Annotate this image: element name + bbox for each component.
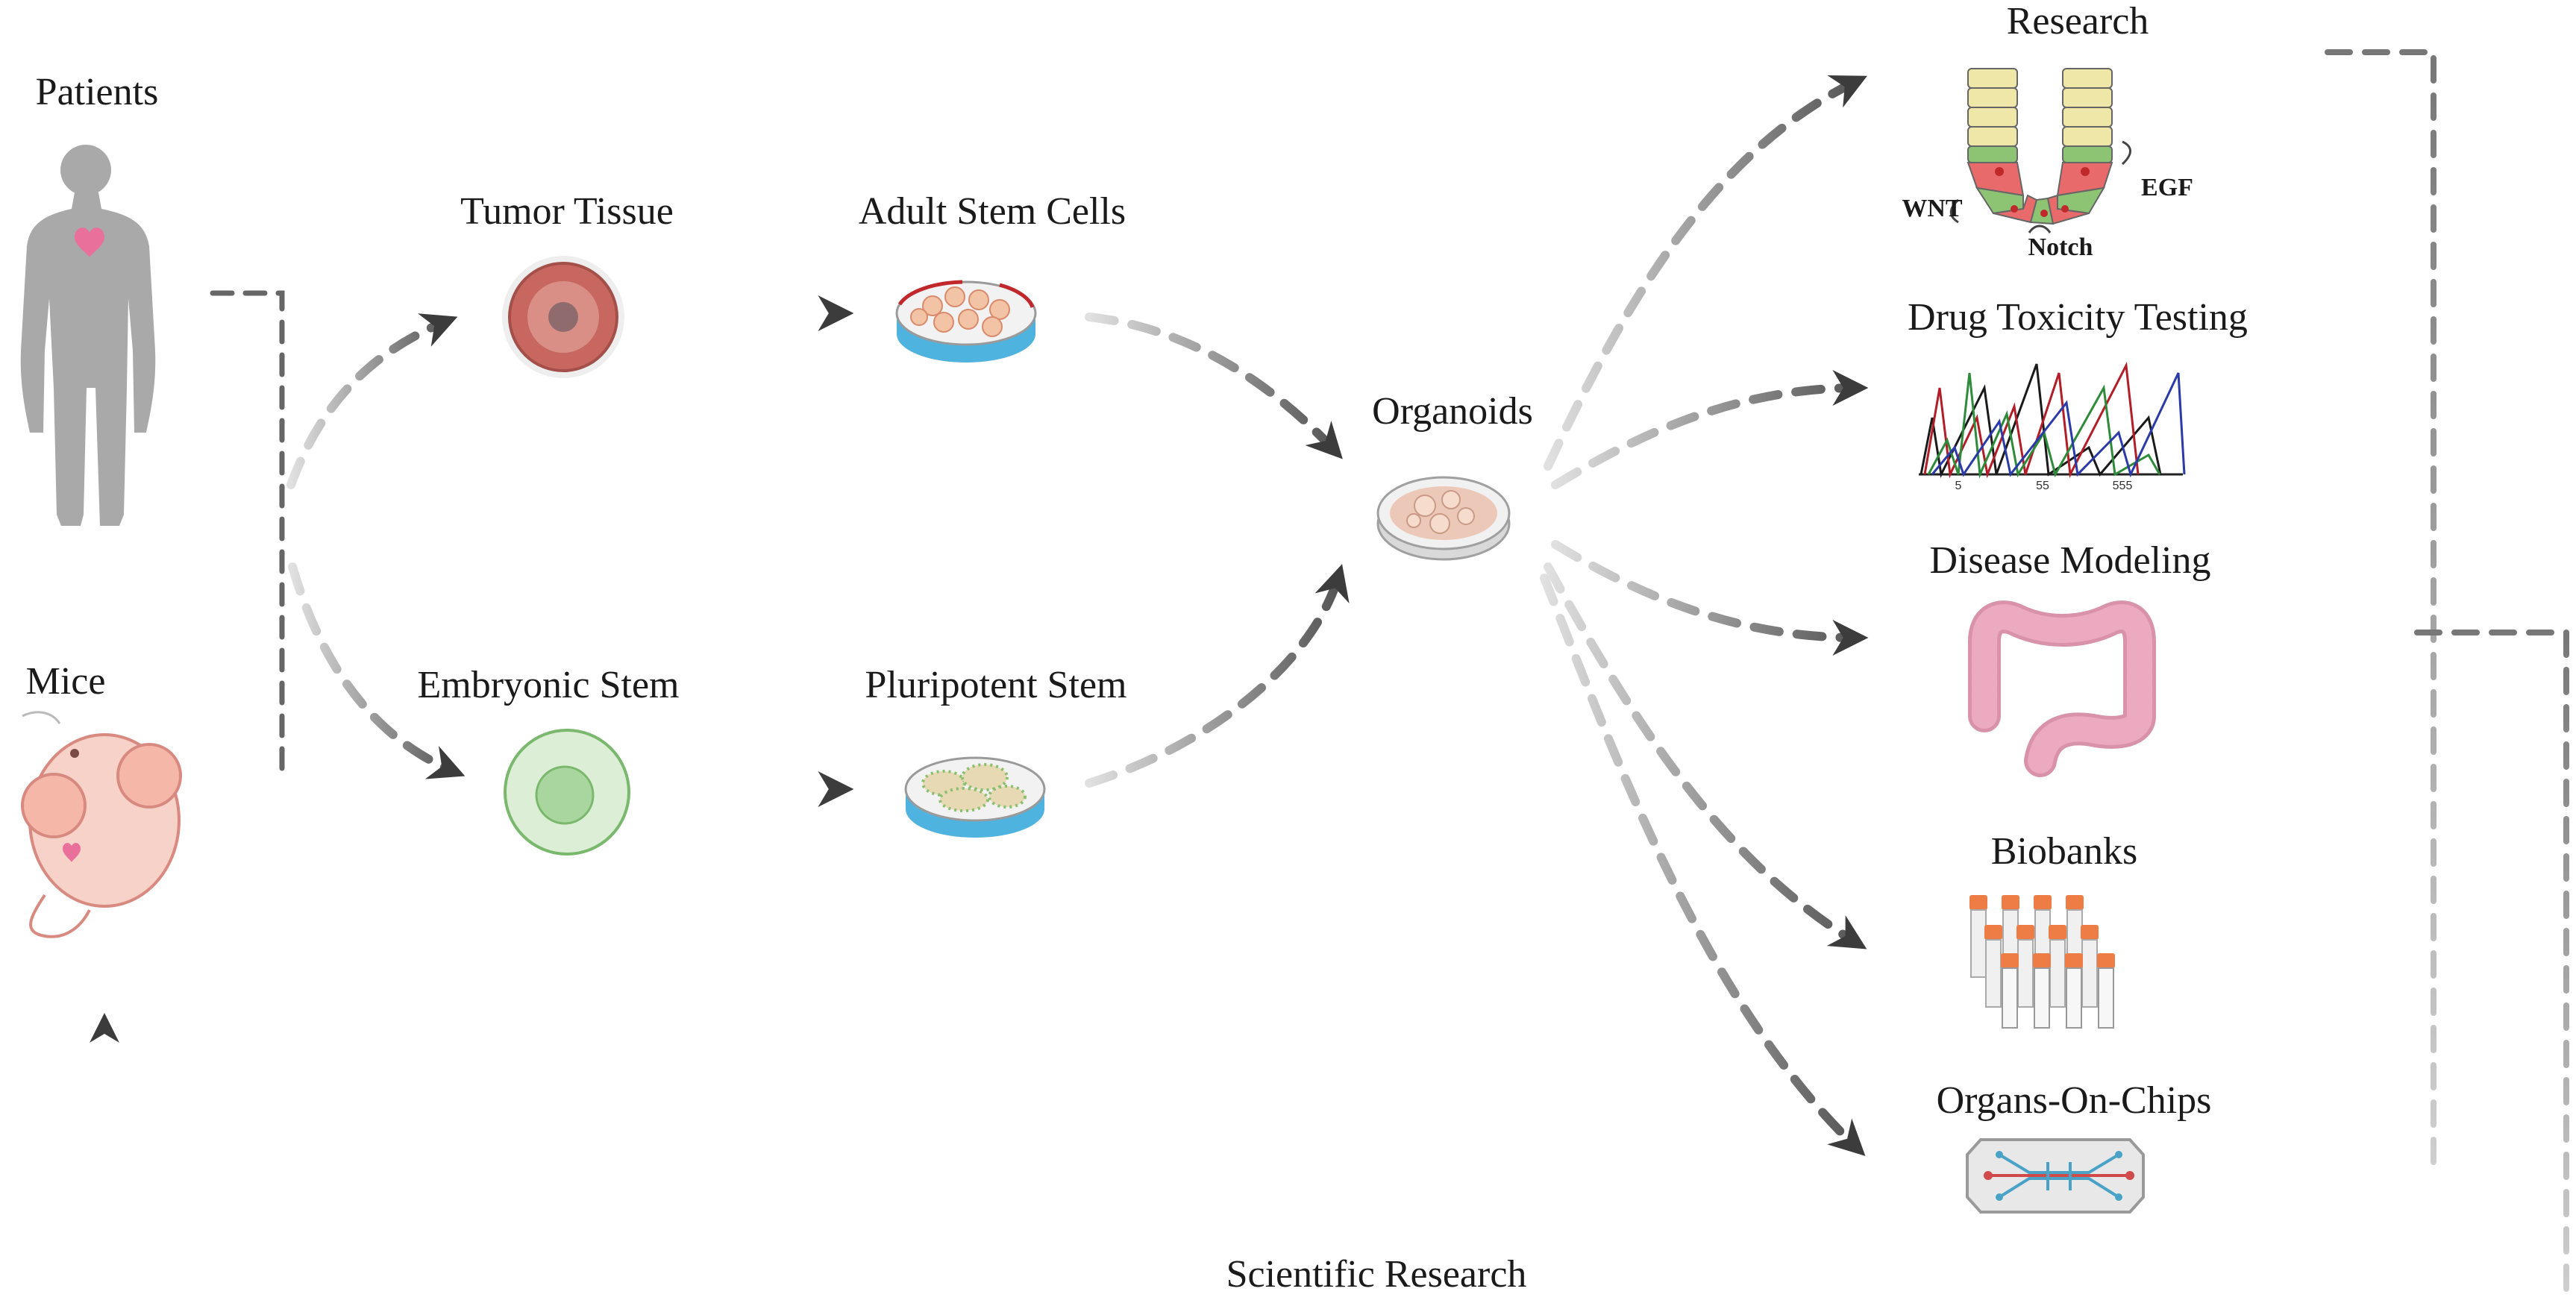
culture-dish-icon <box>904 756 1046 838</box>
label-scientific-research: Scientific Research <box>1226 1253 1527 1296</box>
heart-icon <box>75 227 104 257</box>
arrow-adult-to-organoids <box>1085 313 1343 459</box>
culture-dish-icon <box>895 280 1037 362</box>
arrow-pluripotent-to-organoids <box>1085 564 1350 788</box>
label-embryonic-stem: Embryonic Stem <box>418 664 680 706</box>
label-research: Research <box>2007 0 2149 43</box>
label-tumor-tissue: Tumor Tissue <box>460 190 674 233</box>
arrow-to-disease-modeling <box>1551 540 1869 656</box>
arrow-to-drug-toxicity <box>1551 370 1869 489</box>
connector-lines <box>90 49 2569 1311</box>
arrow-to-biobanks <box>1544 562 1867 950</box>
label-pluripotent-stem: Pluripotent Stem <box>865 664 1127 706</box>
tick-label: 555 <box>2113 480 2133 492</box>
organoid-dish-icon <box>1376 476 1511 561</box>
label-mice: Mice <box>26 660 106 703</box>
tick-label: 5 <box>1955 480 1962 492</box>
tumor-tissue-icon <box>502 256 624 378</box>
colon-icon <box>1968 600 2156 777</box>
label-disease-modeling: Disease Modeling <box>1930 539 2211 582</box>
chromatogram-icon <box>1919 361 2186 479</box>
arrow-to-research <box>1544 75 1867 471</box>
intestinal-crypt-icon <box>1949 68 2131 233</box>
label-notch: Notch <box>2028 233 2093 261</box>
human-silhouette-icon <box>20 145 156 526</box>
label-patients: Patients <box>36 71 159 113</box>
label-adult-stem-cells: Adult Stem Cells <box>859 190 1126 233</box>
arrow-to-embryonic-stem <box>288 562 466 779</box>
label-biobanks: Biobanks <box>1991 830 2137 873</box>
label-organoids: Organoids <box>1372 390 1533 433</box>
arrow-to-organs-on-chips <box>1540 574 1866 1156</box>
mouse-icon <box>21 711 182 938</box>
arrow-to-tumor-tissue <box>286 313 458 489</box>
sample-tubes-icon <box>1969 895 2115 1029</box>
label-egf: EGF <box>2141 174 2193 201</box>
stem-cell-icon <box>504 729 630 856</box>
label-drug-toxicity: Drug Toxicity Testing <box>1908 296 2248 339</box>
microfluidic-chip-icon <box>1966 1138 2145 1214</box>
tick-label: 55 <box>2036 480 2049 492</box>
label-wnt: WNT <box>1902 195 1963 222</box>
label-organs-on-chips: Organs-On-Chips <box>1937 1079 2212 1122</box>
